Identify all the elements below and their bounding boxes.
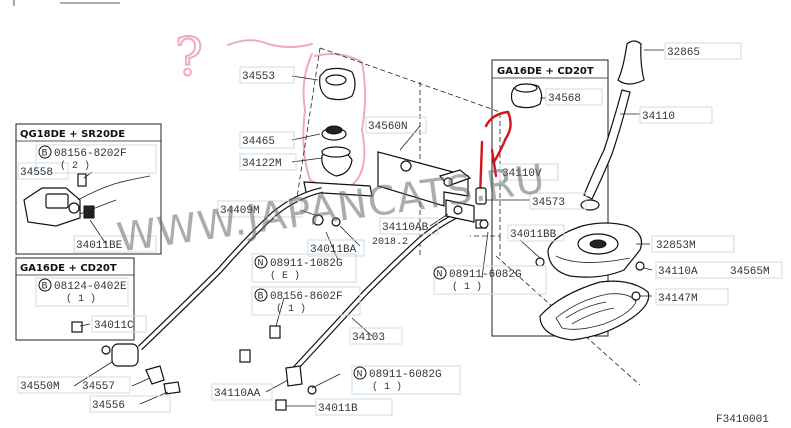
label-34557: 34557 [82,381,115,393]
label-32853m: 32853M [656,240,696,252]
label-08156-8602f: 08156-8602F [270,291,343,303]
label-34556: 34556 [92,400,125,412]
dashed-outline [319,47,501,237]
pink-annotation: ? [174,27,366,189]
marker-n-letter: N [258,259,264,270]
label-34560n: 34560N [368,121,408,133]
label-34011c: 34011C [94,320,134,332]
label-34550m: 34550M [20,381,60,393]
spring-pin [475,187,530,205]
group-qg18de: QG18DE + SR20DE [15,123,162,255]
marker-b [38,278,52,292]
callout-08911-6082g-bottom: N 08911-6082G ( 1 ) [353,366,442,393]
lower-center-parts [239,214,489,411]
label-08911-6082g: 08911-6082G [369,369,442,381]
marker-b [254,288,268,302]
console-base [547,222,643,278]
qty-08156-8602f: ( 1 ) [276,303,306,315]
label-34103: 34103 [352,332,385,344]
bolt-34110a [535,257,645,301]
shift-lever [580,89,640,211]
label-08156-8202f: 08156-8202F [54,148,127,160]
callout-08124-0402e: B 08124-0402E ( 1 ) [38,278,127,305]
label-34011be: 34011BE [76,240,123,252]
qty-08124-0402e: ( 1 ) [66,293,96,305]
qty-08156-8202f: ( 2 ) [60,160,90,172]
label-34110ab: 34110AB [382,222,429,234]
group-frame [15,123,162,255]
dashed-outline [295,47,321,205]
marker-n [433,266,447,280]
label-08911-1082g: 08911-1082G [270,258,343,270]
qty-08911-6082g: ( 1 ) [452,281,482,293]
label-partial-number: 2018.2 [372,237,408,248]
group-title: GA16DE + CD20T [20,263,117,274]
label-34147m: 34147M [658,293,698,305]
group-ga16de-right: GA16DE + CD20T [491,59,609,337]
group-title: QG18DE + SR20DE [20,129,125,140]
qty-08911-1082g: ( E ) [270,270,300,282]
shift-knob [617,40,664,85]
label-boxes [17,42,783,416]
callout-08911-1082g: N 08911-1082G ( E ) [254,255,343,282]
label-34409m: 34409M [220,205,260,217]
marker-b [38,145,52,159]
label-34011ba: 34011BA [310,244,357,256]
figure-code: F3410001 [716,414,769,426]
group-frame [15,257,135,341]
label-34011b: 34011B [318,403,358,415]
callout-08156-8602f: B 08156-8602F ( 1 ) [254,288,343,315]
group-ga16de-left: GA16DE + CD20T [15,257,135,341]
label-34573: 34573 [532,197,565,209]
qg18de-inset-part [23,173,151,227]
label-34465: 34465 [242,136,275,148]
marker-b-letter: B [42,149,48,160]
bushing-34568 [510,83,543,109]
qty-08911-6082g: ( 1 ) [372,381,402,393]
marker-n-letter: N [437,270,443,281]
label-34558: 34558 [20,167,53,179]
cable-end-left [71,321,181,395]
marker-n-letter: N [357,370,363,381]
label-34122m: 34122M [242,158,282,170]
callout-08911-6082g-right: N 08911-6082G ( 1 ) [433,266,522,293]
label-34568: 34568 [548,93,581,105]
red-stroke [490,148,498,178]
callout-08156-8202f: B 08156-8202F ( 2 ) [38,145,127,172]
group-title: GA16DE + CD20T [497,66,594,77]
group-frame [491,59,609,337]
label-08124-0402e: 08124-0402E [54,281,127,293]
label-34011bb: 34011BB [510,229,557,241]
marker-b-letter: B [258,292,264,303]
marker-n [353,366,367,380]
label-32865: 32865 [667,47,700,59]
label-34110a: 34110A [658,266,698,278]
label-34565m: 34565M [730,266,770,278]
boot-plate [539,280,650,341]
label-34110aa: 34110AA [214,388,261,400]
label-34553: 34553 [242,71,275,83]
question-mark-annotation: ? [175,28,203,88]
red-stroke [484,110,512,164]
marker-b-letter: B [42,282,48,293]
pink-stroke [227,39,313,48]
bracket-34560n [377,151,472,207]
leader-lines [73,75,653,407]
label-08911-6082g: 08911-6082G [449,269,522,281]
marker-n [254,255,268,269]
label-34110v: 34110V [502,168,542,180]
label-34110: 34110 [642,111,675,123]
